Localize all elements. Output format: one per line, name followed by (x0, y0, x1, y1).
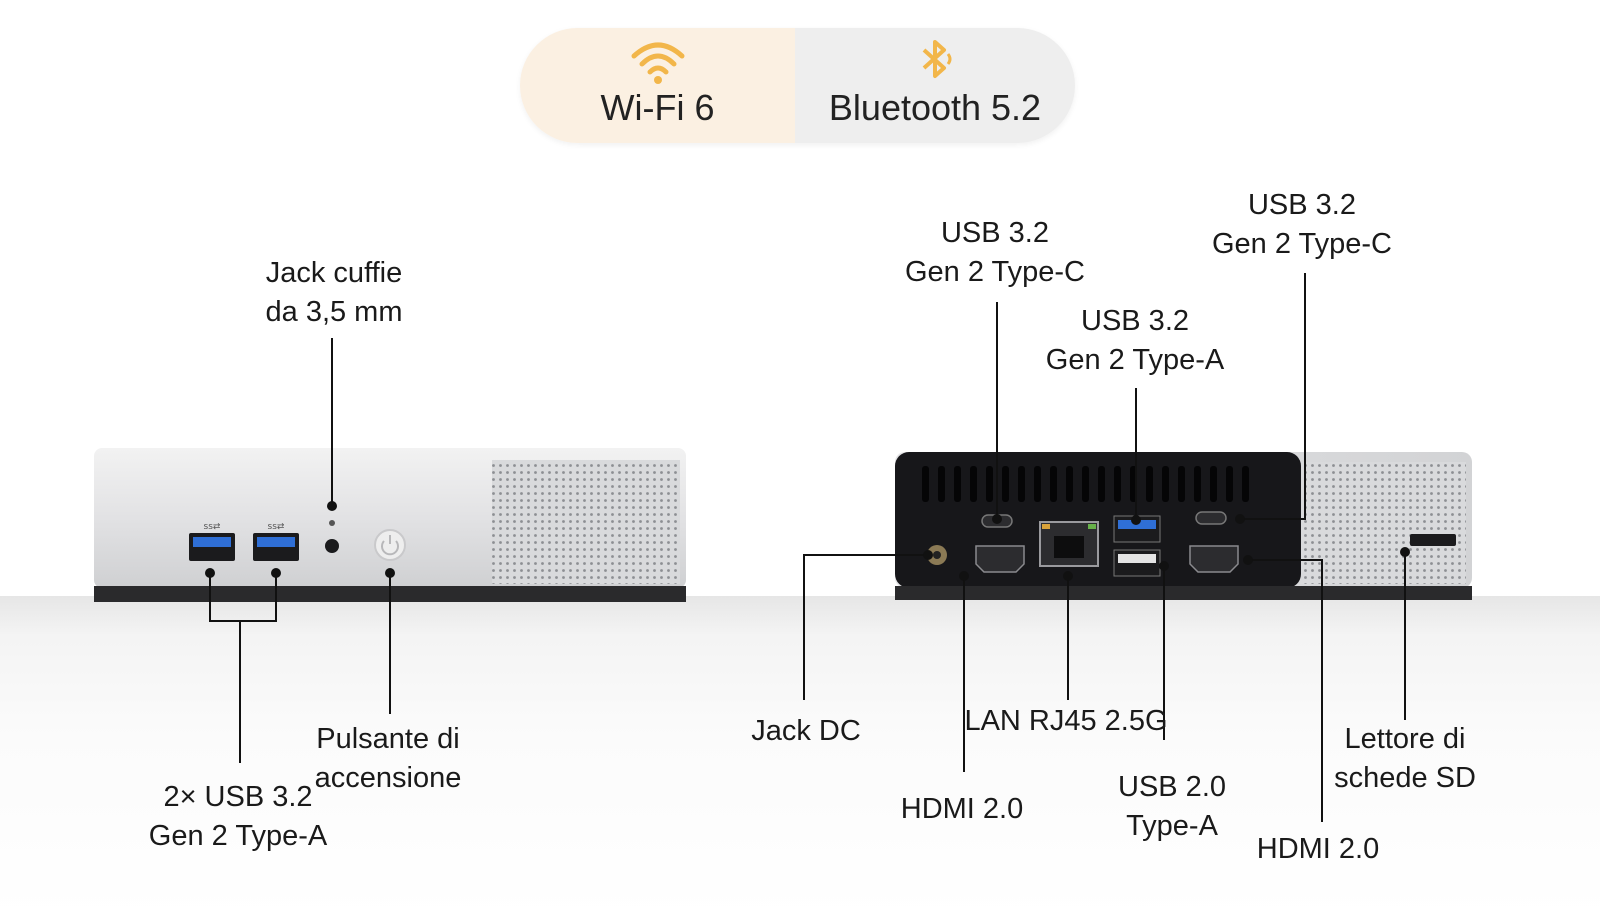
callout-dots (205, 501, 1410, 581)
label-front-usb-a: 2× USB 3.2 Gen 2 Type-A (149, 778, 327, 856)
label-line: USB 2.0 (1118, 771, 1226, 803)
label-power-button: Pulsante di accensione (315, 720, 462, 798)
rear-vents (922, 466, 1249, 502)
label-usb-20: USB 2.0 Type-A (1118, 768, 1226, 846)
label-line: HDMI 2.0 (1256, 833, 1380, 865)
label-line: 2× USB 3.2 (163, 781, 313, 813)
label-line: USB 3.2 (940, 217, 1049, 249)
svg-text:ss⇄: ss⇄ (268, 522, 285, 532)
headphone-symbol-icon (329, 520, 335, 526)
label-rear-usb-a-32: USB 3.2 Gen 2 Type-A (1046, 302, 1224, 380)
wifi-icon (631, 42, 684, 84)
label-rear-usb-c-left: USB 3.2 Gen 2 Type-C (905, 214, 1085, 292)
connectivity-badge: Wi-Fi 6 Bluetooth 5.2 (520, 28, 1075, 143)
label-dc-jack: Jack DC (751, 712, 861, 751)
front-usb-a-port-2: ss⇄ (253, 522, 299, 561)
rear-sd-slot (1410, 534, 1456, 546)
rear-unit (895, 452, 1472, 600)
wifi-badge: Wi-Fi 6 (520, 28, 795, 143)
label-line: LAN RJ45 2.5G (964, 705, 1168, 737)
label-line: Gen 2 Type-C (904, 256, 1086, 288)
label-headphone-jack: Jack cuffie da 3,5 mm (266, 254, 403, 332)
bluetooth-badge: Bluetooth 5.2 (795, 28, 1075, 143)
label-sd-reader: Lettore di schede SD (1334, 720, 1476, 798)
label-line: HDMI 2.0 (900, 793, 1024, 825)
label-line: Gen 2 Type-A (148, 820, 328, 852)
label-line: Jack cuffie (265, 257, 403, 289)
label-line: schede SD (1334, 762, 1476, 794)
front-usb-a-port-1: ss⇄ (189, 522, 235, 561)
bluetooth-icon (922, 40, 952, 78)
floor-surface (0, 596, 1600, 920)
bluetooth-label: Bluetooth 5.2 (828, 87, 1042, 128)
label-lan: LAN RJ45 2.5G (964, 702, 1167, 741)
label-line: da 3,5 mm (265, 296, 403, 328)
front-unit: ss⇄ ss⇄ (94, 448, 686, 602)
label-line: Gen 2 Type-A (1045, 344, 1225, 376)
headphone-jack (325, 539, 339, 553)
label-line: Type-A (1126, 810, 1218, 842)
rear-usb-20-port (1113, 549, 1161, 577)
label-line: Pulsante di (316, 723, 460, 755)
label-hdmi-right: HDMI 2.0 (1257, 830, 1379, 869)
rear-dc-jack (927, 545, 947, 565)
rear-lan-port (1039, 521, 1099, 567)
power-button (374, 529, 406, 561)
rear-hdmi-port-right (1189, 545, 1239, 573)
wifi-label: Wi-Fi 6 (600, 87, 715, 128)
svg-text:ss⇄: ss⇄ (204, 522, 221, 532)
label-hdmi-left: HDMI 2.0 (901, 790, 1023, 829)
label-line: accensione (314, 762, 462, 794)
label-line: Lettore di (1344, 723, 1466, 755)
label-line: Jack DC (751, 715, 861, 747)
label-rear-usb-c-right: USB 3.2 Gen 2 Type-C (1212, 186, 1392, 264)
label-line: USB 3.2 (1247, 189, 1356, 221)
label-line: Gen 2 Type-C (1211, 228, 1393, 260)
label-line: USB 3.2 (1081, 305, 1189, 337)
callout-lines (209, 273, 1406, 822)
rear-hdmi-port-left (975, 545, 1025, 573)
rear-usb-c-port-right (1195, 511, 1227, 525)
